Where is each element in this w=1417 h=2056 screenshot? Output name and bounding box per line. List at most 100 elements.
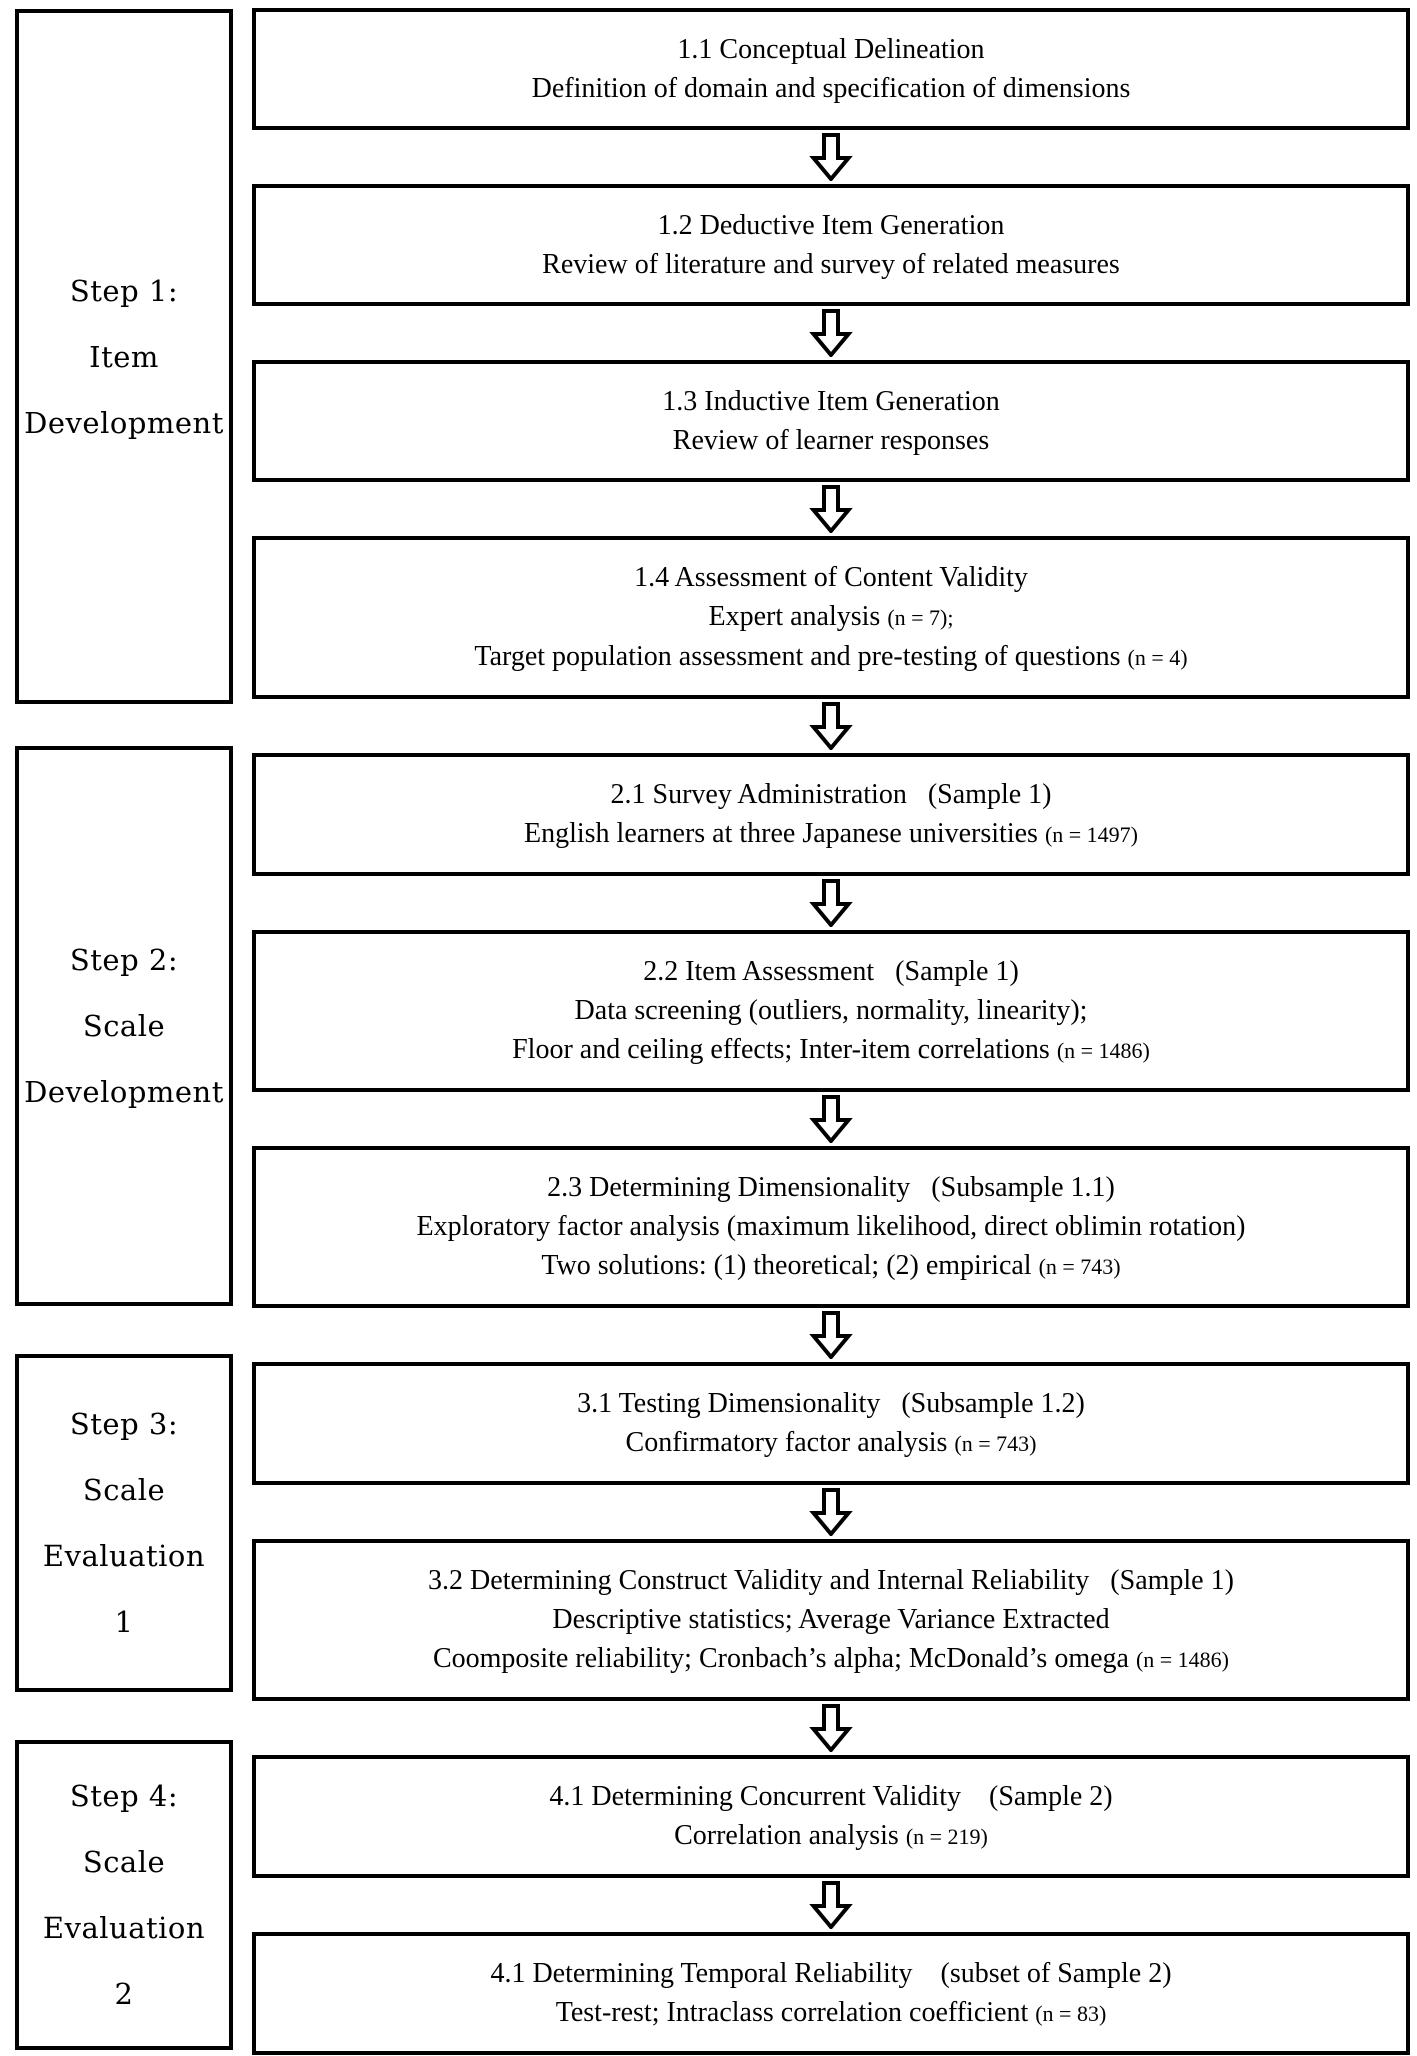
sample-size-note: (n = 743) [1038, 1254, 1121, 1279]
flow-box-2-1: 2.1 Survey Administration (Sample 1) Engl… [252, 753, 1410, 876]
text-segment: Test-rest; Intraclass correlation coeffi… [555, 1997, 1036, 2028]
step-label-line: Step 2: [69, 943, 179, 977]
text-segment: Floor and ceiling effects; Inter-item co… [512, 1034, 1057, 1065]
text-segment: 1.1 Conceptual Delineation [677, 34, 985, 65]
box-text: Descriptive statistics; Average Variance… [266, 1600, 1396, 1639]
step-label-line: Step 4: [69, 1779, 179, 1813]
text-segment: 3.2 Determining Construct Validity and I… [428, 1565, 1234, 1596]
box-text: Correlation analysis (n = 219) [266, 1816, 1396, 1856]
sample-size-note: (n = 1497) [1044, 822, 1138, 847]
text-segment: 1.3 Inductive Item Generation [662, 386, 1000, 417]
down-arrow-icon [252, 306, 1410, 360]
box-text: Test-rest; Intraclass correlation coeffi… [266, 1993, 1396, 2033]
box-text: English learners at three Japanese unive… [266, 814, 1396, 854]
down-arrow-icon [252, 1092, 1410, 1146]
down-arrow-glyph [809, 1095, 853, 1143]
down-arrow-icon [252, 1308, 1410, 1362]
step-label-line: Step 3: [69, 1407, 179, 1441]
text-segment: Coomposite reliability; Cronbach’s alpha… [432, 1643, 1136, 1674]
step-label-line: 2 [114, 1977, 134, 2011]
step-label-line: Development [24, 405, 224, 440]
down-arrow-icon [252, 876, 1410, 930]
sample-size-note: (n = 4) [1127, 645, 1188, 670]
down-arrow-icon [252, 130, 1410, 184]
text-segment: English learners at three Japanese unive… [524, 818, 1045, 849]
text-segment: Definition of domain and specification o… [531, 73, 1131, 104]
text-segment: Target population assessment and pre-tes… [474, 641, 1128, 672]
step-label-line: 1 [114, 1605, 134, 1639]
text-segment: Exploratory factor analysis (maximum lik… [416, 1211, 1246, 1242]
down-arrow-glyph [809, 879, 853, 927]
flow-box-2-3: 2.3 Determining Dimensionality (Subsampl… [252, 1146, 1410, 1308]
text-segment: 1.4 Assessment of Content Validity [634, 562, 1028, 593]
box-title: 2.2 Item Assessment (Sample 1) [266, 952, 1396, 991]
box-text: Definition of domain and specification o… [266, 69, 1396, 108]
box-title: 3.2 Determining Construct Validity and I… [266, 1561, 1396, 1600]
step-label-line: Development [24, 1075, 224, 1109]
down-arrow-icon [252, 482, 1410, 536]
down-arrow-glyph [809, 485, 853, 533]
down-arrow-glyph [809, 1704, 853, 1752]
text-segment: 4.1 Determining Concurrent Validity (Sam… [549, 1781, 1113, 1812]
down-arrow-glyph [809, 133, 853, 181]
box-text: Floor and ceiling effects; Inter-item co… [266, 1030, 1396, 1070]
text-segment: Expert analysis [708, 601, 888, 632]
down-arrow-icon [252, 699, 1410, 753]
sample-size-note: (n = 1486) [1056, 1038, 1150, 1063]
sample-size-note: (n = 743) [954, 1431, 1037, 1456]
box-title: 2.3 Determining Dimensionality (Subsampl… [266, 1168, 1396, 1207]
sample-size-note: (n = 83) [1035, 2001, 1107, 2026]
down-arrow-glyph [809, 1311, 853, 1359]
box-text: Target population assessment and pre-tes… [266, 637, 1396, 677]
text-segment: 2.1 Survey Administration (Sample 1) [610, 779, 1052, 810]
text-segment: Confirmatory factor analysis [625, 1427, 955, 1458]
sample-size-note: (n = 7); [887, 605, 954, 630]
sample-size-note: (n = 219) [905, 1824, 988, 1849]
text-segment: Review of learner responses [672, 425, 990, 456]
text-segment: Correlation analysis [674, 1820, 906, 1851]
box-title: 4.1 Determining Concurrent Validity (Sam… [266, 1777, 1396, 1816]
flow-box-4-1: 4.1 Determining Concurrent Validity (Sam… [252, 1755, 1410, 1878]
flow-box-4-2: 4.1 Determining Temporal Reliability (su… [252, 1932, 1410, 2055]
step-label-line: Evaluation [42, 1539, 206, 1573]
box-text: Expert analysis (n = 7); [266, 597, 1396, 637]
step-label-line: Scale [82, 1009, 166, 1043]
flow-box-3-1: 3.1 Testing Dimensionality (Subsample 1.… [252, 1362, 1410, 1485]
box-title: 4.1 Determining Temporal Reliability (su… [266, 1954, 1396, 1993]
down-arrow-icon [252, 1485, 1410, 1539]
box-title: 2.1 Survey Administration (Sample 1) [266, 775, 1396, 814]
text-segment: Descriptive statistics; Average Variance… [552, 1604, 1110, 1635]
box-title: 1.2 Deductive Item Generation [266, 206, 1396, 245]
step-label-line: Scale [82, 1845, 166, 1879]
down-arrow-glyph [809, 702, 853, 750]
text-segment: Data screening (outliers, normality, lin… [574, 995, 1088, 1026]
box-title: 3.1 Testing Dimensionality (Subsample 1.… [266, 1384, 1396, 1423]
flow-box-3-2: 3.2 Determining Construct Validity and I… [252, 1539, 1410, 1701]
box-text: Exploratory factor analysis (maximum lik… [266, 1207, 1396, 1246]
text-segment: Review of literature and survey of relat… [542, 249, 1120, 280]
box-text: Confirmatory factor analysis (n = 743) [266, 1423, 1396, 1463]
text-segment: Two solutions: (1) theoretical; (2) empi… [541, 1250, 1039, 1281]
box-text: Review of learner responses [266, 421, 1396, 460]
box-title: 1.1 Conceptual Delineation [266, 30, 1396, 69]
flow-box-2-2: 2.2 Item Assessment (Sample 1) Data scree… [252, 930, 1410, 1092]
box-text: Two solutions: (1) theoretical; (2) empi… [266, 1246, 1396, 1286]
step-label-line: Scale [82, 1473, 166, 1507]
step-label-line: Step 1: [69, 273, 179, 308]
down-arrow-icon [252, 1701, 1410, 1755]
down-arrow-glyph [809, 309, 853, 357]
down-arrow-icon [252, 1878, 1410, 1932]
text-segment: 4.1 Determining Temporal Reliability (su… [490, 1958, 1172, 1989]
step-label-line: Item [89, 339, 159, 374]
box-title: 1.4 Assessment of Content Validity [266, 558, 1396, 597]
box-text: Coomposite reliability; Cronbach’s alpha… [266, 1639, 1396, 1679]
